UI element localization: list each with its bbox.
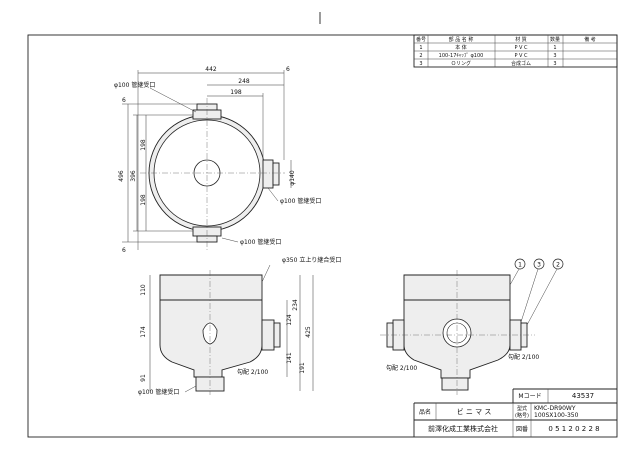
side-slope-left: 勾配 2/100	[386, 364, 417, 372]
title-block: Mコード 43537 品名 ビ ニ マ ス 型式 (略号) KMC-DR90WY…	[413, 388, 617, 437]
parts-header-no: 番号	[416, 36, 426, 43]
dim-174: 174	[140, 326, 147, 338]
name-value: ビ ニ マ ス	[457, 407, 492, 416]
label-top-socket: φ100 管継受口	[114, 81, 155, 89]
dim-234: 234	[292, 299, 299, 311]
dim-6-left-bottom: 6	[122, 247, 126, 254]
dim-141: 141	[286, 352, 293, 364]
parts-row-no: 3	[419, 61, 422, 67]
parts-header-name: 部 品 名 称	[449, 36, 474, 43]
model-label: 型式	[517, 405, 527, 412]
drawing-border	[27, 34, 618, 438]
parts-header-material: 材 質	[515, 36, 527, 43]
callout-1: 1	[518, 262, 522, 269]
parts-table: 番号 部 品 名 称 材 質 数量 備 考 1 本 体 P V C 1 2 10…	[413, 34, 618, 68]
model-label-sub: (略号)	[515, 412, 529, 419]
dim-6-left-top: 6	[122, 97, 126, 104]
dim-496: 496	[118, 170, 125, 182]
dim-91: 91	[140, 374, 147, 382]
mcode-label: Mコード	[518, 393, 541, 400]
label-bottom-socket: φ100 管継受口	[240, 238, 281, 246]
dim-198-horizontal: 198	[230, 89, 242, 96]
dim-phi-140: φ140	[289, 170, 296, 186]
mcode-value: 43537	[572, 392, 594, 400]
parts-row-qty: 3	[553, 53, 556, 59]
dim-442: 442	[205, 66, 217, 73]
dim-198-lower: 198	[140, 194, 147, 206]
label-bottom-socket: φ100 管継受口	[138, 388, 179, 396]
company-name: 前澤化成工業株式会社	[428, 424, 498, 433]
parts-header-note: 備 考	[584, 36, 596, 43]
plan-view: 442 6 248 198 496 396 198 198 6 6 φ140 φ…	[114, 66, 321, 254]
parts-row-name: 本 体	[455, 44, 467, 51]
parts-header-qty: 数量	[550, 36, 560, 43]
callout-2: 2	[556, 262, 560, 269]
parts-row-material: 合成ゴム	[511, 60, 531, 67]
dim-6-top: 6	[286, 66, 290, 73]
parts-row-name: Ｏリング	[451, 60, 471, 67]
label-right-socket: φ100 管継受口	[280, 197, 321, 205]
dim-110: 110	[140, 284, 147, 296]
parts-row-material: P V C	[514, 53, 528, 59]
parts-row-name: 100-17ｷｬｯﾌﾟ φ100	[439, 52, 484, 59]
name-label: 品名	[419, 408, 431, 416]
parts-row-qty: 3	[553, 61, 556, 67]
parts-row-material: P V C	[514, 45, 528, 51]
dim-198-upper: 198	[140, 139, 147, 151]
dim-248: 248	[238, 78, 250, 85]
side-slope-right: 勾配 2/100	[508, 353, 539, 361]
side-view: 1 3 2 勾配 2/100 勾配 2/100	[380, 258, 564, 395]
parts-row-no: 2	[419, 53, 422, 59]
parts-row-qty: 1	[553, 45, 556, 51]
callout-3: 3	[537, 262, 541, 269]
model-value-2: 100SX100-350	[534, 412, 579, 419]
front-slope-label: 勾配 2/100	[237, 368, 268, 376]
label-riser-socket: φ350 立上り継合受口	[282, 256, 341, 264]
model-value-1: KMC-DR90WY	[534, 405, 576, 412]
front-view: 110 174 91 124 141 234 425 191 φ350 立上り継…	[138, 256, 341, 396]
drawing-no-value: 0 5 1 2 0 2 2 8	[548, 425, 599, 433]
parts-row-no: 1	[419, 45, 422, 51]
dim-396: 396	[130, 170, 137, 182]
dim-191: 191	[299, 362, 306, 374]
drawing-no-label: 図番	[516, 426, 528, 433]
dim-425: 425	[305, 326, 312, 338]
dim-124: 124	[286, 314, 293, 326]
